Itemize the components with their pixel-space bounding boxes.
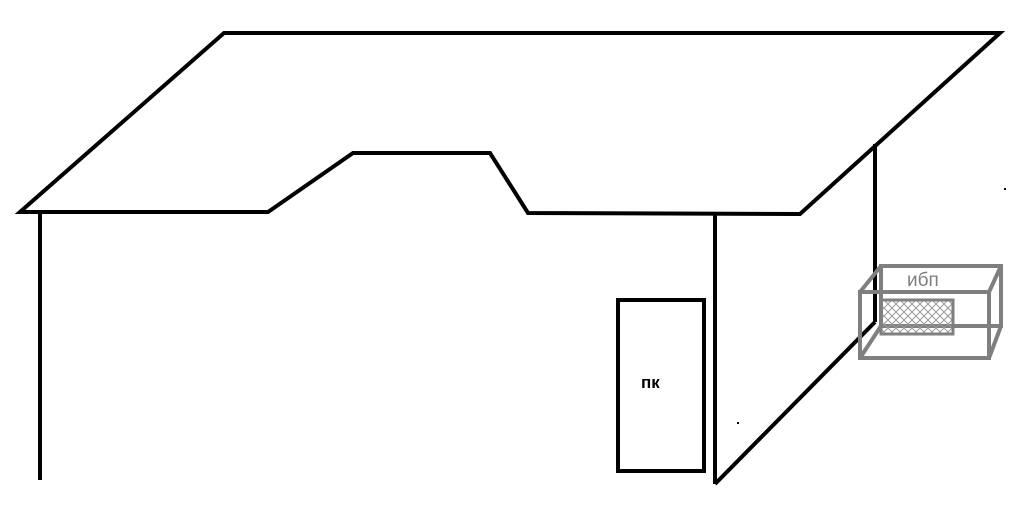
pc-tower xyxy=(616,298,706,473)
desk-top-outline xyxy=(14,31,1006,217)
stray-mark xyxy=(737,422,739,424)
ups-box xyxy=(858,264,1003,360)
ups-hatch-panel xyxy=(879,298,955,336)
ups-label: ибп xyxy=(907,270,939,291)
stray-mark xyxy=(1004,188,1006,190)
pc-label: пк xyxy=(641,373,660,392)
desk-side-panel-edge xyxy=(713,320,877,486)
